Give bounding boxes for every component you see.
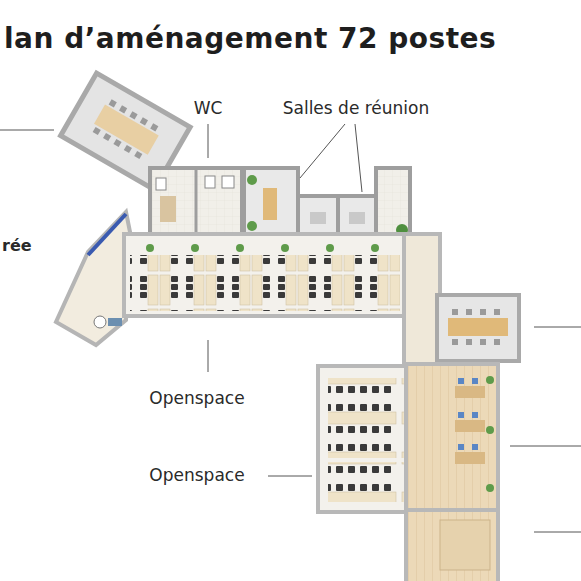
room-label: Openspace [147, 388, 246, 408]
room-label: Openspace [147, 465, 246, 485]
room-label: WC [192, 98, 225, 118]
room-label: rée [2, 236, 32, 255]
plan-title: lan d’aménagement 72 postes [4, 22, 496, 55]
room-label: Salles de réunion [281, 98, 432, 118]
